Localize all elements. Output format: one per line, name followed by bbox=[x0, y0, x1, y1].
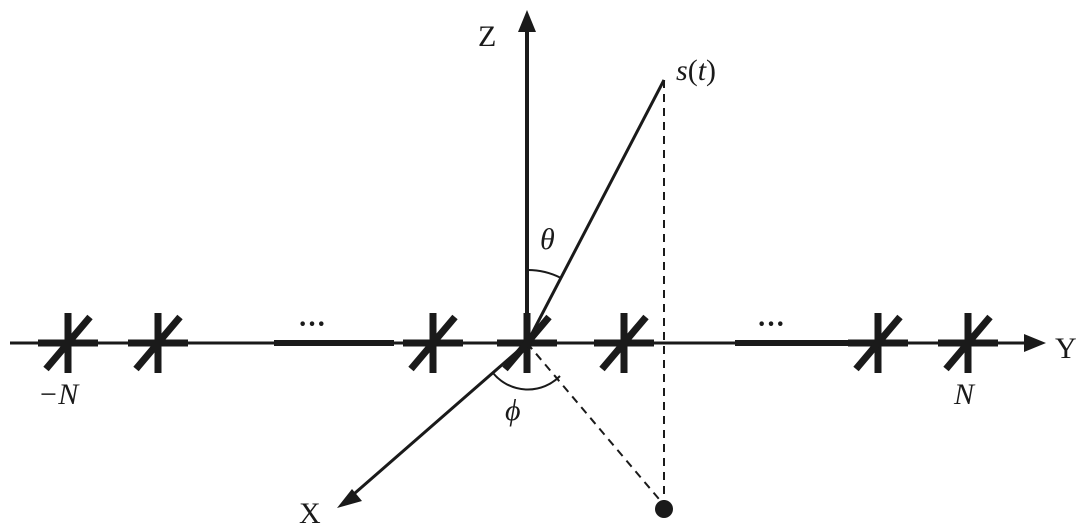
source-label-open-paren: ( bbox=[688, 54, 698, 87]
phi-angle-arc bbox=[492, 372, 561, 391]
y-axis-label: Y bbox=[1055, 332, 1077, 365]
source-label-arg: t bbox=[698, 54, 707, 87]
source-direction-line bbox=[525, 79, 666, 344]
theta-label: θ bbox=[540, 223, 555, 256]
y-axis-arrowhead bbox=[1024, 334, 1046, 352]
theta-angle-arc bbox=[526, 268, 562, 279]
x-axis-label: X bbox=[299, 497, 321, 530]
source-label: s(t) bbox=[676, 54, 716, 87]
array-element bbox=[128, 313, 188, 373]
x-axis-arrowhead bbox=[337, 489, 362, 508]
z-axis-label: Z bbox=[478, 20, 496, 53]
left-ellipsis: ··· bbox=[298, 309, 326, 340]
source-label-func: s bbox=[676, 54, 688, 87]
source-label-close-paren: ) bbox=[706, 54, 716, 87]
array-element bbox=[848, 313, 908, 373]
array-element bbox=[38, 313, 98, 373]
right-end-label: N bbox=[953, 378, 976, 411]
array-element bbox=[594, 313, 654, 373]
z-axis-arrowhead bbox=[518, 10, 536, 32]
array-element-reference bbox=[497, 313, 557, 373]
x-axis bbox=[346, 341, 528, 502]
projection-ground-dashed-line bbox=[526, 342, 665, 506]
array-element bbox=[938, 313, 998, 373]
phi-label: ϕ bbox=[505, 394, 521, 427]
array-element bbox=[403, 313, 463, 373]
projection-point bbox=[655, 500, 673, 518]
right-ellipsis: ··· bbox=[757, 309, 785, 340]
left-end-label: −N bbox=[38, 378, 80, 411]
